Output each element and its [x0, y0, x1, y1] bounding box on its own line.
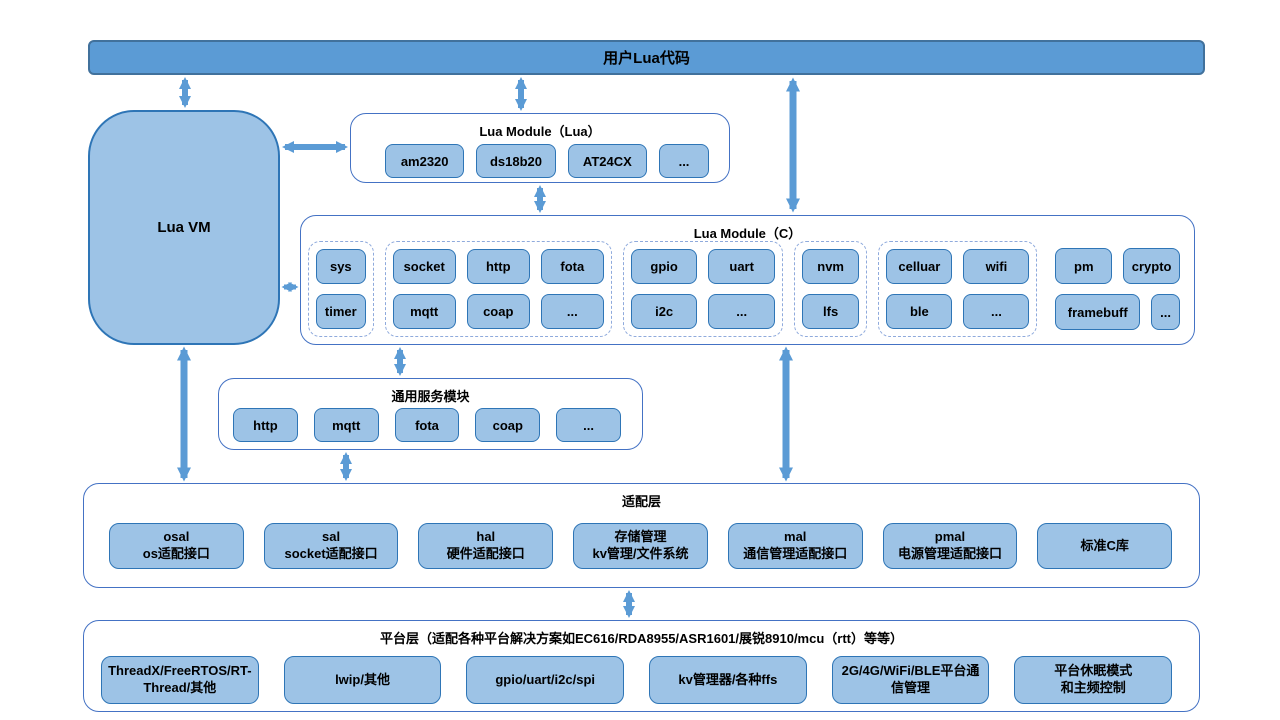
chip-more: ... [659, 144, 709, 178]
user-lua-code-bar: 用户Lua代码 [88, 40, 1205, 75]
user-lua-code-label: 用户Lua代码 [603, 50, 690, 67]
lua-module-c-box: Lua Module（C） sys timer socket http fota… [300, 215, 1195, 345]
lua-module-lua-title: Lua Module（Lua） [479, 124, 601, 139]
platform-lwip: lwip/其他 [283, 656, 442, 704]
platform-layer-box: 平台层（适配各种平台解决方案如EC616/RDA8955/ASR1601/展锐8… [83, 620, 1200, 712]
chip-fota: fota [540, 249, 604, 284]
chip-mqtt: mqtt [392, 294, 456, 329]
module-group-system: sys timer [308, 241, 374, 337]
adapter-osal: osal os适配接口 [109, 523, 244, 569]
chip-http: http [466, 249, 530, 284]
chip-coap: coap [475, 408, 541, 442]
chip-more: ... [963, 294, 1030, 329]
chip-gpio: gpio [630, 249, 698, 284]
chip-fota: fota [394, 408, 460, 442]
platform-comm: 2G/4G/WiFi/BLE平台通信管理 [831, 656, 990, 704]
chip-nvm: nvm [801, 249, 860, 284]
platform-gpio: gpio/uart/i2c/spi [466, 656, 625, 704]
lua-vm-box: Lua VM [88, 110, 280, 345]
platform-sleep: 平台休眠模式 和主频控制 [1014, 656, 1173, 704]
chip-i2c: i2c [630, 294, 698, 329]
platform-kv: kv管理器/各种ffs [649, 656, 807, 704]
chip-ds18b20: ds18b20 [476, 144, 556, 178]
adapter-layer-box: 适配层 osal os适配接口 sal socket适配接口 hal 硬件适配接… [83, 483, 1200, 588]
common-services-title: 通用服务模块 [391, 389, 470, 404]
chip-more: ... [1151, 294, 1180, 330]
adapter-hal: hal 硬件适配接口 [418, 523, 554, 569]
chip-am2320: am2320 [385, 144, 465, 178]
lua-module-lua-chips: am2320 ds18b20 AT24CX ... [385, 144, 709, 178]
chip-uart: uart [708, 249, 775, 284]
module-group-peripheral: gpio uart i2c ... [622, 241, 783, 337]
module-group-misc: pm crypto framebuff ... [1048, 241, 1187, 337]
chip-crypto: crypto [1123, 248, 1180, 284]
lua-vm-label: Lua VM [157, 219, 211, 236]
chip-lfs: lfs [801, 294, 860, 329]
chip-more: ... [540, 294, 604, 329]
platform-rtos: ThreadX/FreeRTOS/RT-Thread/其他 [101, 656, 259, 704]
module-group-network: socket http fota mqtt coap ... [384, 241, 612, 337]
chip-more: ... [556, 408, 621, 442]
chip-pm: pm [1055, 248, 1113, 284]
adapter-storage: 存储管理 kv管理/文件系统 [573, 523, 708, 569]
platform-layer-boxes: ThreadX/FreeRTOS/RT-Thread/其他 lwip/其他 gp… [101, 656, 1173, 704]
chip-wifi: wifi [963, 249, 1030, 284]
chip-socket: socket [392, 249, 456, 284]
lua-module-c-groups: sys timer socket http fota mqtt coap ...… [308, 241, 1187, 337]
common-services-chips: http mqtt fota coap ... [233, 408, 621, 442]
chip-coap: coap [466, 294, 530, 329]
chip-ble: ble [886, 294, 953, 329]
chip-sys: sys [316, 249, 366, 284]
common-services-box: 通用服务模块 http mqtt fota coap ... [218, 378, 643, 450]
adapter-sal: sal socket适配接口 [263, 523, 399, 569]
platform-layer-title: 平台层（适配各种平台解决方案如EC616/RDA8955/ASR1601/展锐8… [379, 631, 903, 646]
module-group-wireless: celluar wifi ble ... [878, 241, 1038, 337]
lua-module-lua-box: Lua Module（Lua） am2320 ds18b20 AT24CX ..… [350, 113, 730, 183]
adapter-mal: mal 通信管理适配接口 [727, 523, 863, 569]
chip-celluar: celluar [886, 249, 953, 284]
module-group-storage: nvm lfs [793, 241, 868, 337]
adapter-layer-boxes: osal os适配接口 sal socket适配接口 hal 硬件适配接口 存储… [109, 523, 1173, 569]
chip-framebuff: framebuff [1055, 294, 1141, 330]
chip-at24cx: AT24CX [567, 144, 648, 178]
chip-timer: timer [316, 294, 366, 329]
adapter-stdc: 标准C库 [1037, 523, 1173, 569]
adapter-pmal: pmal 电源管理适配接口 [882, 523, 1018, 569]
chip-more: ... [708, 294, 775, 329]
chip-mqtt: mqtt [313, 408, 379, 442]
chip-http: http [233, 408, 298, 442]
adapter-layer-title: 适配层 [621, 494, 661, 509]
lua-module-c-title: Lua Module（C） [693, 226, 802, 241]
